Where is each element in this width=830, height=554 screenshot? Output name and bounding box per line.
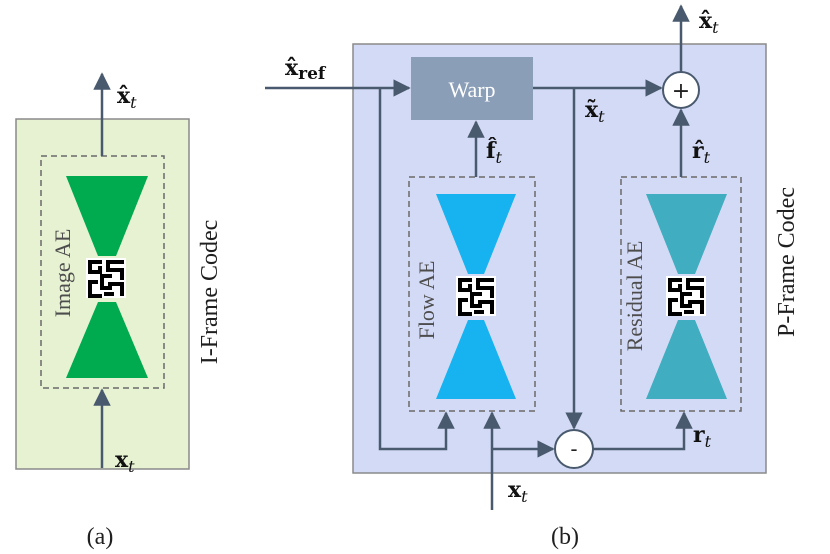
residual-ae-quantizer-icon: [666, 276, 706, 316]
panel-b: Warp Flow AE Residual AE P-Frame Codec +…: [265, 4, 800, 550]
warped-frame-label: x̃t: [585, 97, 605, 126]
flow-label: f̂t: [486, 138, 502, 167]
minus-symbol: -: [570, 437, 577, 461]
flow-ae-quantizer-icon: [456, 276, 496, 316]
panel-a-caption: (a): [87, 524, 114, 550]
panel-b-input-label: xt: [508, 477, 528, 506]
panel-a: Image AE I-Frame Codec x̂t xt (a): [15, 72, 223, 550]
flow-ae-encoder-shape: [436, 194, 516, 274]
panel-b-caption: (b): [551, 524, 579, 550]
panel-a-input-label: xt: [115, 447, 135, 476]
flow-ae-label: Flow AE: [414, 261, 439, 340]
image-ae-label: Image AE: [50, 229, 75, 318]
warp-label: Warp: [448, 77, 495, 102]
plus-symbol: +: [672, 79, 690, 104]
flow-ae-dashed-box: [408, 176, 536, 412]
flow-ae-decoder-shape: [436, 320, 516, 399]
residual-hat-label: r̂t: [692, 138, 711, 167]
residual-label: rt: [693, 422, 712, 451]
panel-a-output-label: x̂t: [117, 83, 137, 112]
p-frame-codec-label: P-Frame Codec: [774, 187, 800, 337]
residual-ae-encoder-shape: [646, 194, 727, 274]
panel-b-connections: [265, 4, 693, 510]
warp-block: [411, 57, 533, 120]
image-ae-encoder-shape: [66, 176, 148, 256]
residual-ae-label: Residual AE: [622, 241, 647, 352]
ref-input-label: x̂ref: [285, 55, 327, 84]
image-ae-quantizer-icon: [86, 258, 126, 298]
residual-ae-decoder-shape: [646, 320, 727, 399]
i-frame-codec-label: I-Frame Codec: [197, 220, 223, 365]
image-ae-decoder-shape: [66, 302, 148, 378]
panel-b-output-label: x̂t: [699, 8, 719, 37]
